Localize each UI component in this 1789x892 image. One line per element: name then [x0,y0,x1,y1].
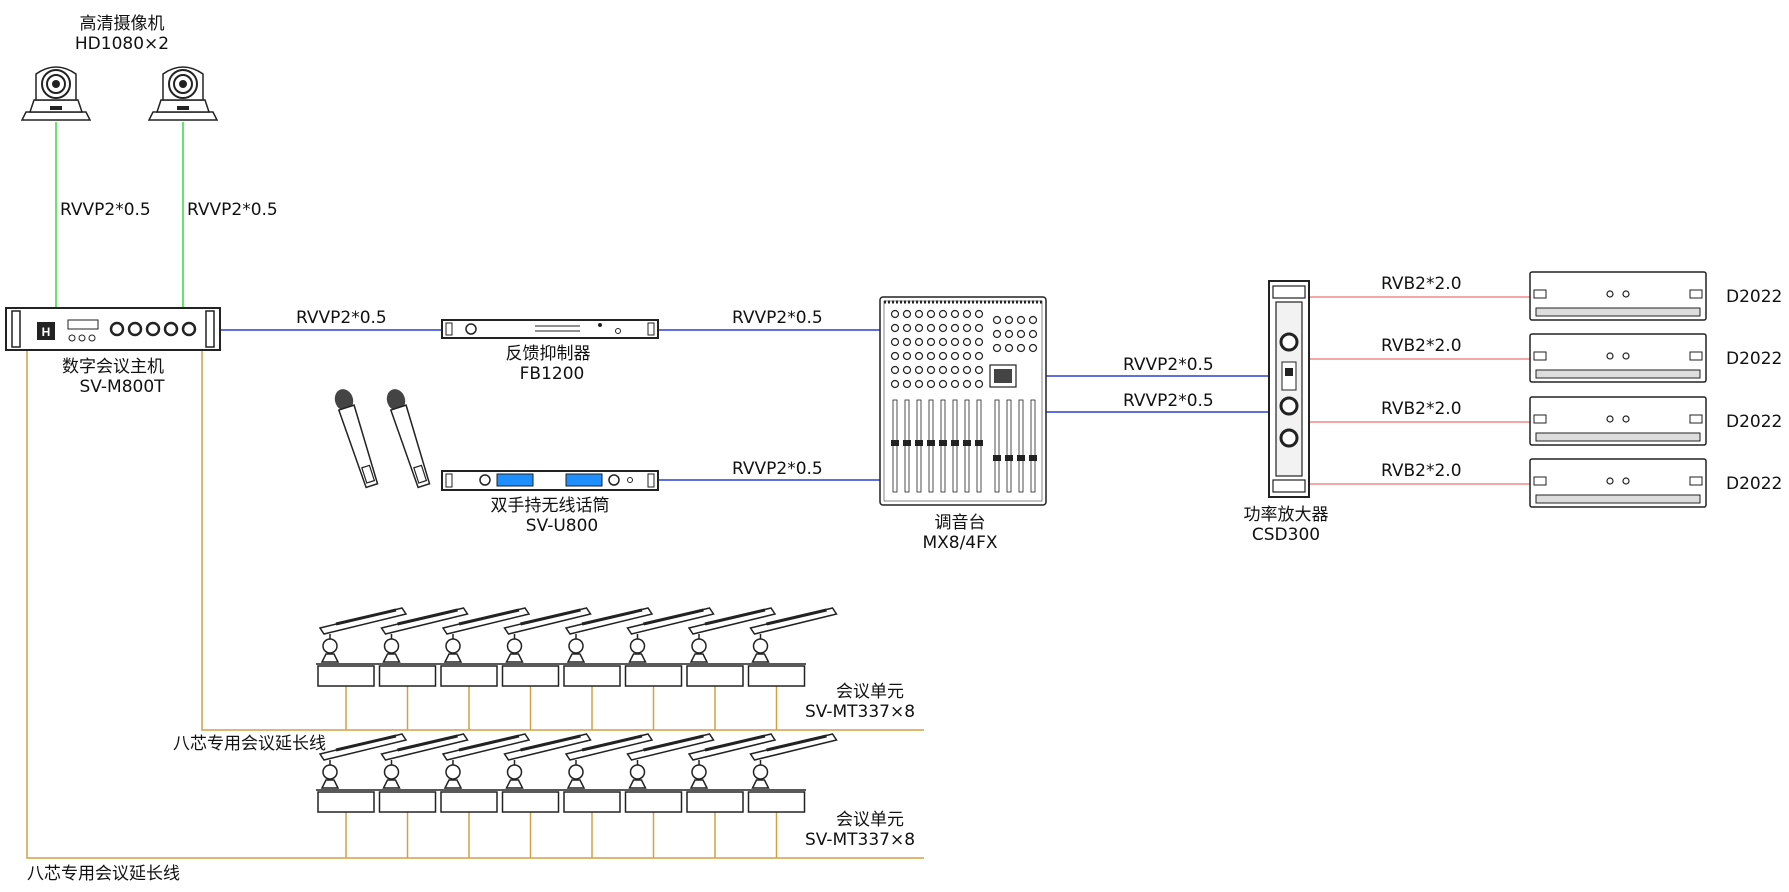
mixer [879,296,1047,506]
amp-model: CSD300 [1251,525,1321,545]
camera-model: HD1080×2 [74,34,170,54]
units2-name: 会议单元 [836,810,904,830]
wireless-cable-label: RVVP2*0.5 [732,459,823,479]
power-amplifier [1268,280,1310,498]
camera-1 [21,66,91,121]
extension2-cable-label: 八芯专用会议延长线 [27,864,180,884]
conference-unit [686,732,777,813]
conference-unit [563,732,654,813]
feedback-mixer-cable-label: RVVP2*0.5 [732,308,823,328]
wireless-model: SV-U800 [525,516,599,536]
speakers [1529,271,1707,508]
extension-cable-1 [201,350,924,731]
camera2-cable-label: RVVP2*0.5 [187,200,278,220]
speaker4-cable-label: RVB2*2.0 [1381,461,1462,481]
conference-unit [563,606,654,687]
camera-name: 高清摄像机 [79,14,165,34]
units1-name: 会议单元 [836,682,904,702]
camera-2 [148,66,218,121]
connection-lines [26,122,1530,859]
host-model: SV-M800T [79,377,165,397]
speaker1-model: D2022 [1726,287,1783,307]
feedback-model: FB1200 [519,364,585,384]
feedback-name: 反馈抑制器 [505,344,591,364]
speaker3-model: D2022 [1726,412,1783,432]
mixer-model: MX8/4FX [922,533,998,553]
speaker-3 [1529,396,1707,446]
mixer-controls [884,300,1042,493]
conference-unit [624,606,715,687]
units1-model: SV-MT337×8 [804,702,916,722]
mixer-amp-cable2-label: RVVP2*0.5 [1123,391,1214,411]
wireless-name: 双手持无线话筒 [490,496,610,516]
speaker-4 [1529,458,1707,508]
conference-unit [440,606,531,687]
host-name: 数字会议主机 [62,357,164,377]
conference-unit [624,732,715,813]
speaker2-cable-label: RVB2*2.0 [1381,336,1462,356]
camera1-cable-label: RVVP2*0.5 [60,200,151,220]
conference-unit [501,606,592,687]
speaker-1 [1529,271,1707,321]
speaker1-cable-label: RVB2*2.0 [1381,274,1462,294]
extension-cable-2 [26,350,924,859]
conference-units-group-2 [316,732,838,813]
conference-unit [747,606,838,687]
units2-model: SV-MT337×8 [804,830,916,850]
host-feedback-cable-label: RVVP2*0.5 [296,308,387,328]
conference-unit [378,732,469,813]
speaker3-cable-label: RVB2*2.0 [1381,399,1462,419]
conference-unit [317,732,408,813]
conference-unit [317,606,408,687]
conference-unit [378,606,469,687]
speaker2-model: D2022 [1726,349,1783,369]
mixer-amp-cable1-label: RVVP2*0.5 [1123,355,1214,375]
conference-host: H [5,307,221,351]
conference-unit [686,606,777,687]
amp-name: 功率放大器 [1243,505,1329,525]
wireless-receiver [441,470,659,491]
conference-units-group-1 [316,606,838,687]
conference-unit [440,732,531,813]
svg-text:H: H [42,325,51,339]
wireless-microphones [334,389,431,489]
extension1-cable-label: 八芯专用会议延长线 [173,734,326,754]
feedback-suppressor [441,319,659,339]
conference-unit [501,732,592,813]
mixer-name: 调音台 [934,513,986,533]
speaker-2 [1529,333,1707,383]
speaker4-model: D2022 [1726,474,1783,494]
conference-unit [747,732,838,813]
